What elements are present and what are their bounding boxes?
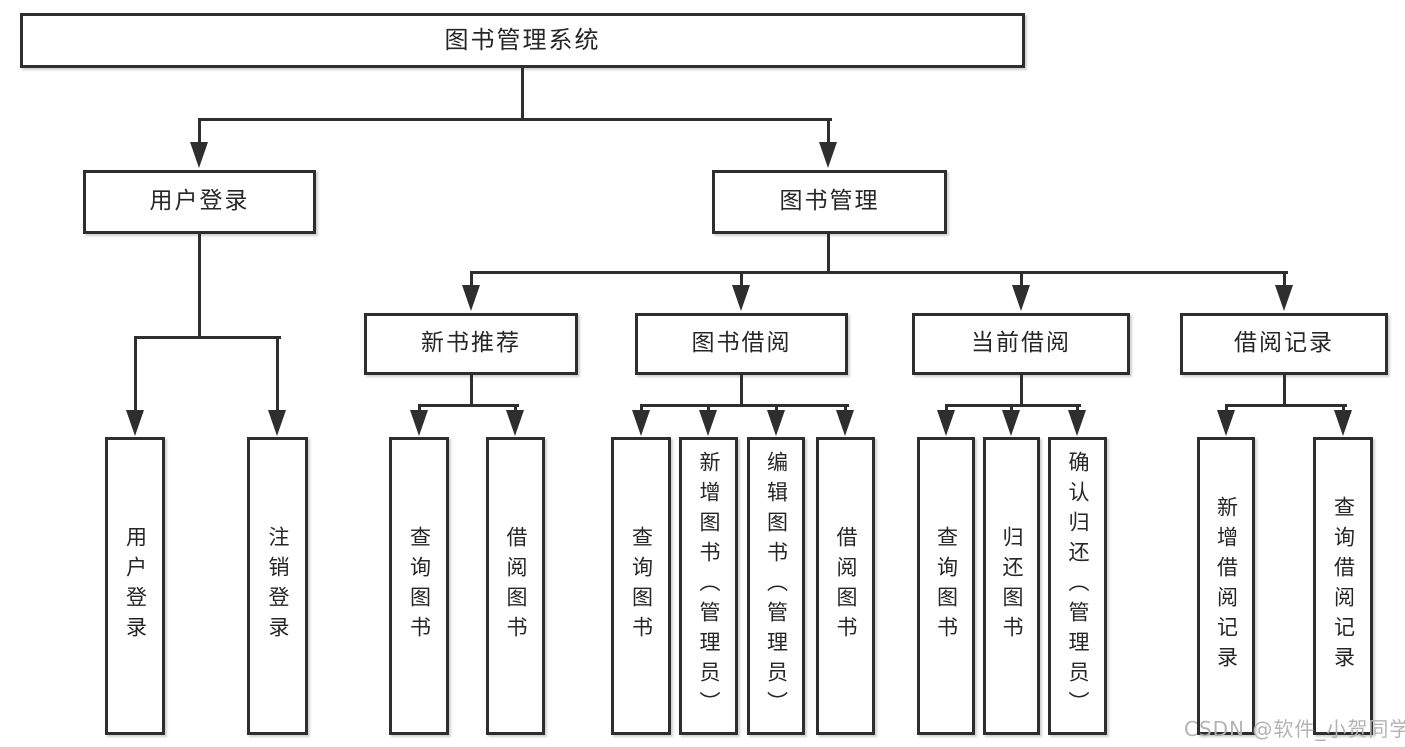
connector-line (1224, 404, 1347, 407)
node-leaf-edit-books-admin: 编辑图书（管理员） (747, 437, 805, 735)
connector-line (275, 336, 279, 414)
node-leaf-query-books-recommend: 查询图书 (389, 437, 449, 735)
arrow-down-icon (268, 410, 286, 436)
node-label: 图书借阅 (691, 330, 792, 357)
node-leaf-return-books: 归还图书 (983, 437, 1040, 735)
arrow-down-icon (506, 410, 524, 436)
node-user-login-group: 用户登录 (83, 170, 316, 234)
node-leaf-query-books-borrow: 查询图书 (611, 437, 671, 735)
arrow-down-icon (632, 410, 650, 436)
node-label: 新增借阅记录 (1214, 496, 1239, 676)
node-label: 用户登录 (149, 188, 250, 215)
node-label: 图书管理 (779, 188, 880, 215)
connector-line (826, 118, 830, 146)
connector-line (944, 404, 1081, 407)
node-leaf-query-books-current: 查询图书 (917, 437, 975, 735)
connector-line (774, 404, 778, 414)
node-label: 借阅记录 (1234, 330, 1334, 357)
node-leaf-query-borrow-record: 查询借阅记录 (1313, 437, 1373, 735)
node-label: 当前借阅 (971, 330, 1071, 357)
arrow-down-icon (410, 410, 428, 436)
node-leaf-logout: 注销登录 (247, 437, 308, 735)
csdn-watermark: CSDN @软件_小贺同学 (1184, 717, 1405, 741)
node-label: 确认归还（管理员） (1066, 451, 1090, 721)
arrow-down-icon (1275, 285, 1293, 311)
node-label: 查询图书 (407, 526, 432, 646)
arrow-down-icon (732, 285, 750, 311)
connector-line (639, 404, 849, 407)
node-label: 查询图书 (629, 526, 654, 646)
connector-line (739, 375, 743, 407)
connector-line (1282, 375, 1286, 407)
connector-line (1075, 404, 1079, 414)
connector-line (469, 375, 473, 407)
node-leaf-borrow-books-recommend: 借阅图书 (486, 437, 545, 735)
connector-line (513, 404, 517, 414)
connector-line (197, 118, 832, 121)
node-new-book-recommendation: 新书推荐 (364, 313, 578, 375)
node-leaf-add-books-admin: 新增图书（管理员） (679, 437, 738, 735)
node-label: 借阅图书 (504, 526, 528, 646)
connector-line (639, 404, 643, 414)
node-book-borrowing: 图书借阅 (635, 313, 848, 375)
connector-line (1019, 271, 1023, 289)
connector-line (469, 271, 1288, 274)
connector-line (469, 271, 473, 289)
connector-line (1009, 404, 1013, 414)
node-label: 新增图书（管理员） (697, 451, 721, 721)
arrow-down-icon (819, 142, 837, 168)
arrow-down-icon (937, 410, 955, 436)
arrow-down-icon (1068, 410, 1086, 436)
node-leaf-user-login: 用户登录 (105, 437, 165, 735)
connector-line (1224, 404, 1228, 414)
node-leaf-confirm-return-admin: 确认归还（管理员） (1048, 437, 1107, 735)
connector-line (944, 404, 948, 414)
connector-line (520, 68, 524, 118)
node-library-management-system: 图书管理系统 (20, 13, 1025, 68)
node-label: 查询图书 (934, 526, 959, 646)
connector-line (197, 234, 201, 339)
node-label: 归还图书 (1000, 526, 1024, 646)
arrow-down-icon (1334, 410, 1352, 436)
connector-line (133, 336, 281, 339)
arrow-down-icon (190, 142, 208, 168)
arrow-down-icon (1002, 410, 1020, 436)
arrow-down-icon (767, 410, 785, 436)
node-label: 用户登录 (123, 526, 148, 646)
node-label: 借阅图书 (834, 526, 858, 646)
arrow-down-icon (836, 410, 854, 436)
connector-line (826, 234, 830, 274)
node-leaf-add-borrow-record: 新增借阅记录 (1197, 437, 1255, 735)
node-label: 查询借阅记录 (1331, 496, 1356, 676)
connector-line (417, 404, 421, 414)
connector-line (843, 404, 847, 414)
connector-line (1341, 404, 1345, 414)
node-label: 图书管理系统 (444, 26, 601, 55)
connector-line (417, 404, 519, 407)
node-leaf-borrow-books: 借阅图书 (816, 437, 875, 735)
node-label: 注销登录 (266, 526, 290, 646)
node-current-borrowing: 当前借阅 (912, 313, 1130, 375)
connector-line (706, 404, 710, 414)
arrow-down-icon (1012, 285, 1030, 311)
node-book-management: 图书管理 (712, 170, 947, 234)
arrow-down-icon (126, 410, 144, 436)
connector-line (133, 336, 137, 414)
connector-line (1019, 375, 1023, 407)
arrow-down-icon (699, 410, 717, 436)
arrow-down-icon (462, 285, 480, 311)
connector-line (197, 118, 201, 146)
node-label: 编辑图书（管理员） (764, 451, 789, 721)
node-label: 新书推荐 (421, 330, 521, 357)
connector-line (1282, 271, 1286, 289)
arrow-down-icon (1217, 410, 1235, 436)
connector-line (739, 271, 743, 289)
node-borrowing-records: 借阅记录 (1180, 313, 1388, 375)
